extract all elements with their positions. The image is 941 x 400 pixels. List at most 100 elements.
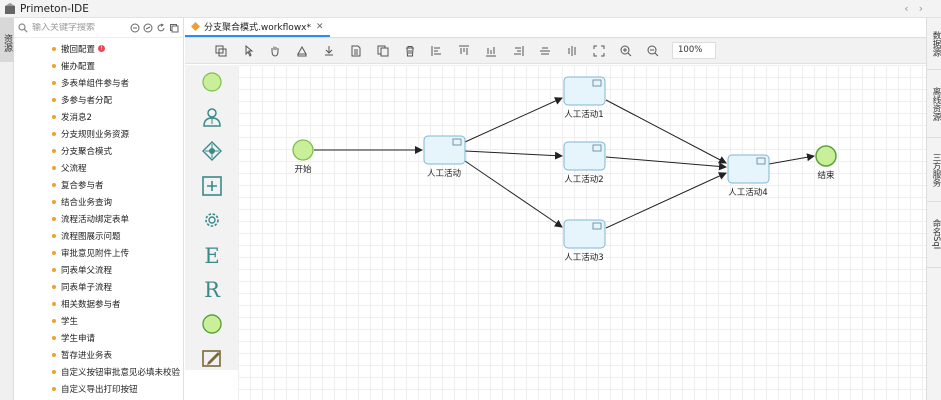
list-item[interactable]: 同表单父流程 xyxy=(14,261,183,278)
tool-delete[interactable] xyxy=(396,41,423,61)
copy-icon[interactable] xyxy=(169,23,179,33)
palette-e-node[interactable]: E xyxy=(185,238,238,273)
workflow-icon xyxy=(191,22,200,31)
tool-select[interactable] xyxy=(207,41,234,61)
svg-text:R: R xyxy=(204,278,221,300)
list-item[interactable]: 审批意见附件上传 xyxy=(14,244,183,261)
tool-align-right[interactable] xyxy=(504,41,531,61)
palette-manual-activity[interactable] xyxy=(185,100,238,135)
tool-zoom-out[interactable] xyxy=(639,41,666,61)
chevron-right-icon[interactable]: › xyxy=(918,2,933,15)
tool-align-bottom[interactable] xyxy=(477,41,504,61)
refresh-icon[interactable] xyxy=(156,23,166,33)
tool-download[interactable] xyxy=(315,41,342,61)
list-item[interactable]: 催办配置 xyxy=(14,57,183,74)
tab-datasource[interactable]: 数据源 xyxy=(927,18,941,70)
tool-clear[interactable] xyxy=(288,41,315,61)
node-activity-0[interactable]: 人工活动 xyxy=(423,135,466,179)
list-item[interactable]: 多参与者分配 xyxy=(14,91,183,108)
list-item-label: 撤回配置 xyxy=(61,44,96,55)
edge-a0-a1[interactable] xyxy=(464,97,563,143)
node-activity-3[interactable]: 人工活动3 xyxy=(563,219,606,263)
close-icon[interactable]: ✕ xyxy=(316,21,324,32)
process-dot-icon xyxy=(52,386,56,391)
list-item[interactable]: 父流程 xyxy=(14,159,183,176)
tool-copy[interactable] xyxy=(369,41,396,61)
tool-align-center[interactable] xyxy=(558,41,585,61)
list-item-label: 发消息2 xyxy=(61,112,92,123)
list-item[interactable]: 同表单子流程 xyxy=(14,278,183,295)
tool-align-middle[interactable] xyxy=(531,41,558,61)
search-input[interactable] xyxy=(32,22,128,33)
list-item[interactable]: 暂存进业务表 xyxy=(14,346,183,363)
diagram-canvas[interactable]: 开始 人工活动 人工活动1 人工活动2 xyxy=(238,65,926,400)
palette-subprocess[interactable] xyxy=(185,169,238,204)
list-item[interactable]: 分支聚合模式 xyxy=(14,142,183,159)
list-item[interactable]: 多表单组件参与者 xyxy=(14,74,183,91)
node-end[interactable]: 结束 xyxy=(815,145,837,181)
user-task-icon xyxy=(452,138,462,146)
list-item[interactable]: 复合参与者 xyxy=(14,176,183,193)
palette-start-event[interactable] xyxy=(185,65,238,100)
collapse-all-icon[interactable] xyxy=(130,23,140,33)
list-item[interactable]: 流程图展示问题 xyxy=(14,227,183,244)
palette-auto-activity[interactable] xyxy=(185,134,238,169)
list-item[interactable]: 自定义按钮审批意见必填未校验 xyxy=(14,363,183,380)
palette-end-event[interactable] xyxy=(185,307,238,342)
process-dot-icon xyxy=(52,233,56,238)
list-item-label: 多表单组件参与者 xyxy=(61,78,130,89)
tool-zoom-in[interactable] xyxy=(612,41,639,61)
edge-a0-a3[interactable] xyxy=(464,160,563,228)
list-item-label: 同表单父流程 xyxy=(61,265,113,276)
tab-named-sql[interactable]: 命名SqI xyxy=(927,202,941,268)
list-item[interactable]: 结合业务查询 xyxy=(14,193,183,210)
process-dot-icon xyxy=(52,250,56,255)
tool-pointer[interactable] xyxy=(234,41,261,61)
tab-offline-resources[interactable]: 离线资源 xyxy=(927,70,941,138)
edge-a4-end[interactable] xyxy=(768,153,815,165)
palette-r-node[interactable]: R xyxy=(185,272,238,307)
node-activity-1[interactable]: 人工活动1 xyxy=(563,76,606,120)
node-start[interactable]: 开始 xyxy=(292,139,314,175)
gear-icon xyxy=(204,213,219,228)
tool-fit[interactable] xyxy=(585,41,612,61)
palette-note[interactable] xyxy=(185,341,238,376)
edge-a2-a4[interactable] xyxy=(605,156,727,171)
node-activity-2[interactable]: 人工活动2 xyxy=(563,141,606,185)
list-item[interactable]: 学生申请 xyxy=(14,329,183,346)
edge-a3-a4[interactable] xyxy=(605,172,727,229)
align-center-icon xyxy=(568,45,575,56)
process-dot-icon xyxy=(52,199,56,204)
toolbar: 100% xyxy=(185,38,926,64)
list-item[interactable]: 流程活动绑定表单 xyxy=(14,210,183,227)
list-item[interactable]: 相关数据参与者 xyxy=(14,295,183,312)
document-icon xyxy=(351,45,360,56)
tab-workflow-editor[interactable]: 分支聚合模式.workflowx* ✕ xyxy=(185,18,330,37)
link-icon[interactable] xyxy=(143,23,153,33)
chevron-left-icon[interactable]: ‹ xyxy=(904,2,919,15)
tab-third-party-services[interactable]: 三方服务 xyxy=(927,138,941,202)
list-item[interactable]: 分支规则业务资源 xyxy=(14,125,183,142)
tool-align-left[interactable] xyxy=(423,41,450,61)
list-item[interactable]: 学生 xyxy=(14,312,183,329)
edge-a1-a4[interactable] xyxy=(605,99,727,164)
search-icon xyxy=(18,22,28,33)
editor-tabbar: 分支聚合模式.workflowx* ✕ xyxy=(185,18,926,38)
list-item-label: 复合参与者 xyxy=(61,180,104,191)
node-activity-4[interactable]: 人工活动4 xyxy=(727,154,770,198)
node-palette: E R xyxy=(185,65,238,370)
zoom-level-input[interactable]: 100% xyxy=(672,42,716,59)
tab-resources[interactable]: 资源 xyxy=(0,18,14,62)
edge-a0-a2[interactable] xyxy=(464,150,563,160)
tool-align-top[interactable] xyxy=(450,41,477,61)
list-item[interactable]: 撤回配置! xyxy=(14,40,183,57)
tool-pan[interactable] xyxy=(261,41,288,61)
palette-service[interactable] xyxy=(185,203,238,238)
node-activity-1-label: 人工活动1 xyxy=(564,109,603,120)
tool-document[interactable] xyxy=(342,41,369,61)
right-rail: 数据源 离线资源 三方服务 命名SqI xyxy=(926,18,941,400)
list-item[interactable]: 发消息2 xyxy=(14,108,183,125)
node-end-label: 结束 xyxy=(817,170,835,181)
list-item[interactable]: 自定义导出打印按钮 xyxy=(14,380,183,397)
